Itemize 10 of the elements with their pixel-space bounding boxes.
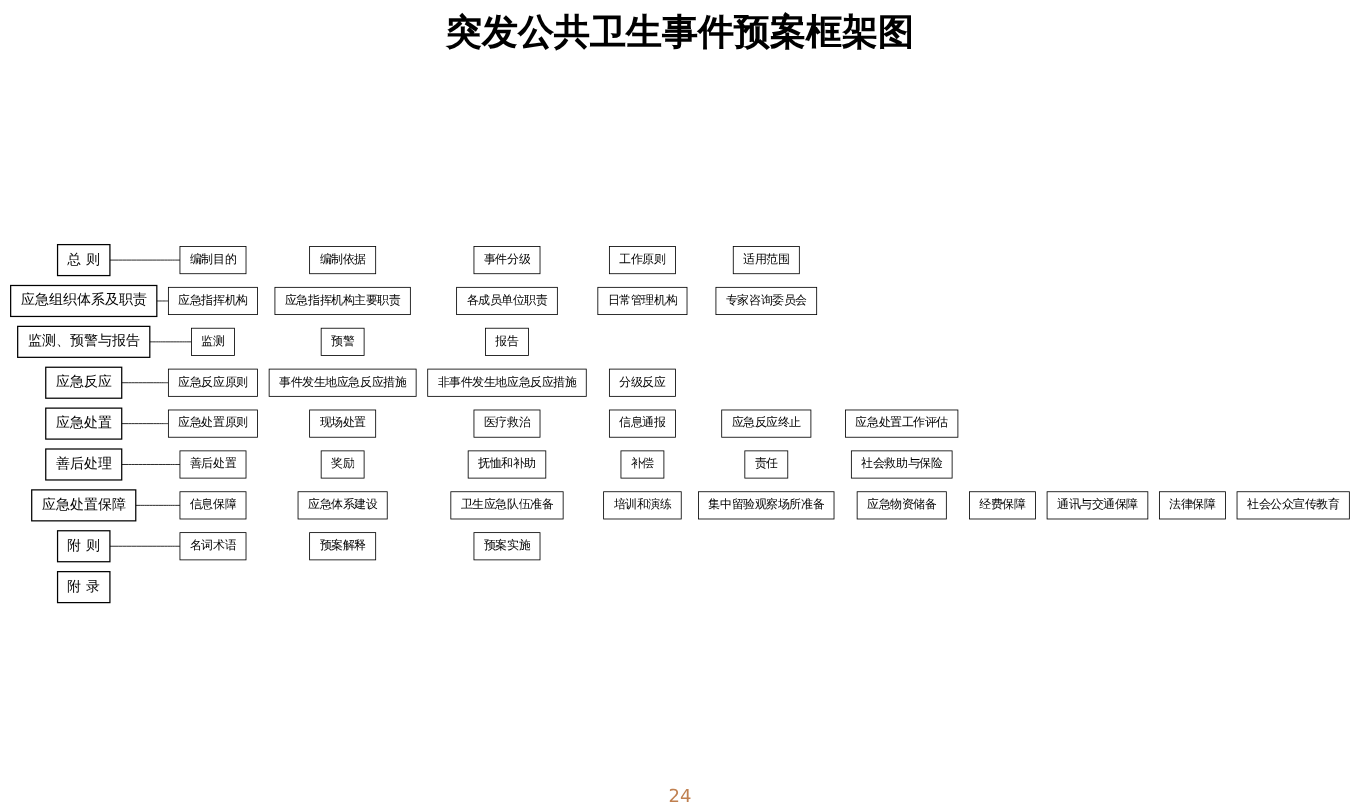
page-number: 24	[668, 788, 692, 808]
connector	[135, 505, 181, 507]
connector	[109, 546, 181, 548]
connector	[149, 341, 192, 343]
diagram-title: 突发公共卫生事件预案框架图	[446, 10, 914, 56]
connector	[109, 260, 181, 261]
connector	[121, 423, 169, 425]
connector	[121, 464, 181, 466]
connector	[121, 382, 169, 384]
connector	[156, 300, 169, 302]
